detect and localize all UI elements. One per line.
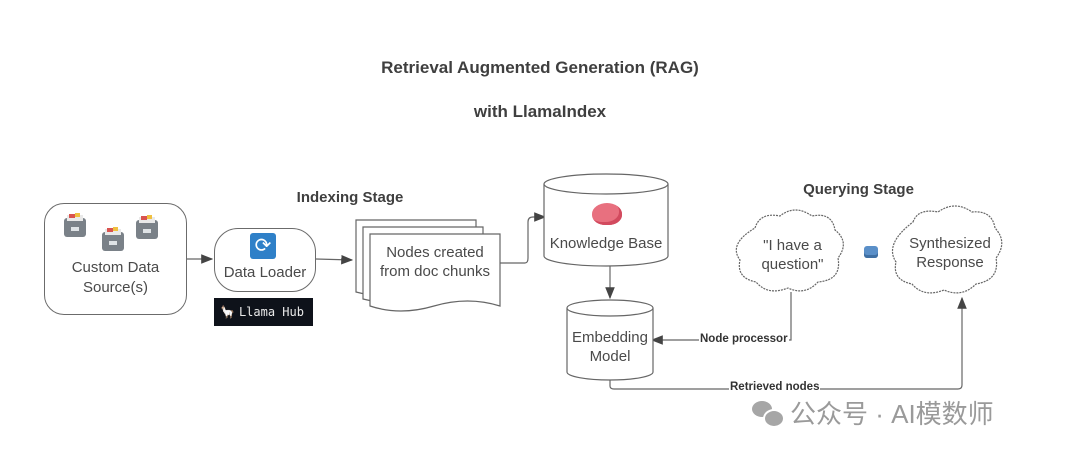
watermark-text: 公众号 · AI模数师 — [790, 399, 994, 429]
doc-nodes-label-1: Nodes created — [386, 244, 484, 261]
llama-icon: 🦙 — [220, 305, 235, 319]
response-label-1: Synthesized — [909, 235, 991, 252]
diagram-title: Retrieval Augmented Generation (RAG) — [381, 58, 699, 77]
querying-stage-title: Querying Stage — [803, 181, 914, 198]
custom-data-source-label-1: Custom Data — [71, 259, 160, 276]
knowledge-base-label: Knowledge Base — [549, 235, 663, 252]
doc-stack-shape — [355, 219, 501, 312]
sync-icon: ⟳ — [250, 233, 276, 259]
question-label-2: question" — [761, 256, 824, 273]
edge-question-to-embedding — [650, 292, 792, 345]
doc-nodes-label-2: from doc chunks — [379, 263, 491, 280]
wechat-icon — [752, 400, 785, 428]
edge-loader-to-nodes — [315, 254, 354, 265]
indexing-stage-title: Indexing Stage — [296, 189, 404, 206]
edge-nodes-to-kb — [500, 212, 547, 264]
robot-icon — [864, 246, 878, 258]
embedding-model-label-2: Model — [589, 348, 631, 365]
diagram-subtitle: with LlamaIndex — [473, 102, 607, 121]
brain-icon — [592, 203, 622, 225]
data-loader-label: Data Loader — [223, 264, 307, 281]
file-cabinet-icon — [64, 213, 158, 251]
response-label-2: Response — [916, 254, 984, 271]
question-label-1: "I have a — [763, 237, 822, 254]
embedding-model-label-1: Embedding — [572, 329, 648, 346]
llama-hub-label: Llama Hub — [238, 305, 304, 319]
llama-hub-badge[interactable]: 🦙 Llama Hub — [214, 298, 313, 326]
watermark: 公众号 · AI模数师 — [752, 394, 994, 431]
custom-data-source-label-2: Source(s) — [82, 279, 149, 296]
embedding-model-cylinder — [566, 299, 654, 381]
knowledge-base-cylinder — [543, 173, 669, 267]
node-processor-label: Node processor — [699, 333, 789, 345]
retrieved-nodes-label: Retrieved nodes — [729, 381, 821, 393]
